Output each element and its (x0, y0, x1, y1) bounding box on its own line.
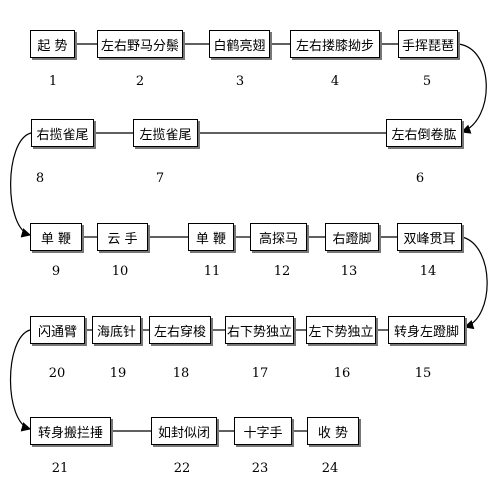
step-label-19: 海底针 (96, 324, 136, 340)
step-box-24: 收 势 (307, 417, 359, 445)
step-label-2: 左右野马分鬃 (100, 38, 179, 54)
step-box-19: 海底针 (92, 316, 141, 344)
step-box-20: 闪通臂 (30, 316, 85, 344)
step-label-15: 转身左蹬脚 (393, 324, 459, 340)
step-label-24: 收 势 (317, 425, 349, 441)
step-box-1: 起 势 (30, 30, 75, 58)
step-label-22: 如封似闭 (157, 425, 210, 441)
step-number-22: 22 (173, 461, 191, 476)
step-number-9: 9 (51, 264, 61, 279)
connector-20-21 (9, 329, 32, 432)
step-label-23: 十字手 (243, 425, 283, 441)
step-number-15: 15 (414, 366, 432, 381)
step-number-14: 14 (419, 264, 437, 279)
step-box-15: 转身左蹬脚 (388, 316, 465, 344)
step-label-21: 转身搬拦捶 (37, 425, 103, 441)
step-label-6: 左右倒卷肱 (391, 127, 457, 143)
step-number-2: 2 (135, 74, 145, 89)
step-number-10: 10 (111, 264, 129, 279)
step-box-8: 右揽雀尾 (31, 119, 94, 147)
step-label-20: 闪通臂 (37, 324, 77, 340)
step-label-12: 高探马 (258, 231, 298, 247)
step-box-23: 十字手 (234, 417, 292, 445)
step-box-18: 左右穿梭 (149, 316, 211, 344)
step-number-8: 8 (35, 171, 45, 186)
step-label-16: 左下势独立 (308, 324, 374, 340)
step-box-4: 左右搂膝拗步 (290, 30, 380, 58)
step-box-16: 左下势独立 (306, 316, 376, 344)
step-box-3: 白鹤亮翅 (209, 30, 270, 58)
connector-8-9 (10, 132, 32, 238)
step-label-5: 手挥琵琶 (401, 38, 454, 54)
step-label-1: 起 势 (37, 38, 68, 54)
step-label-3: 白鹤亮翅 (213, 38, 266, 54)
step-box-2: 左右野马分鬃 (97, 30, 183, 58)
step-number-16: 16 (333, 366, 351, 381)
step-box-12: 高探马 (250, 223, 307, 251)
step-label-8: 右揽雀尾 (36, 127, 89, 143)
step-box-22: 如封似闭 (151, 417, 217, 445)
connector-5-6 (457, 43, 487, 134)
step-number-1: 1 (48, 74, 58, 89)
step-box-7: 左揽雀尾 (133, 119, 198, 147)
connector-14-15 (461, 236, 488, 330)
step-box-17: 右下势独立 (225, 316, 294, 344)
step-number-12: 12 (273, 264, 291, 279)
step-label-17: 右下势独立 (226, 324, 292, 340)
step-box-11: 单 鞭 (188, 223, 234, 251)
step-number-5: 5 (422, 74, 432, 89)
step-box-13: 右蹬脚 (325, 223, 379, 251)
step-number-24: 24 (321, 461, 339, 476)
step-box-10: 云 手 (97, 223, 148, 251)
step-number-3: 3 (235, 74, 245, 89)
step-label-14: 双峰贯耳 (403, 231, 456, 247)
step-label-18: 左右穿梭 (153, 324, 206, 340)
step-number-6: 6 (415, 171, 425, 186)
step-label-7: 左揽雀尾 (139, 127, 192, 143)
step-number-21: 21 (51, 461, 69, 476)
step-number-19: 19 (109, 366, 127, 381)
step-number-11: 11 (203, 264, 221, 279)
step-label-9: 单 鞭 (40, 231, 72, 247)
step-box-21: 转身搬拦捶 (30, 417, 111, 445)
step-box-6: 左右倒卷肱 (386, 119, 462, 147)
step-number-17: 17 (251, 366, 269, 381)
step-number-7: 7 (155, 171, 165, 186)
step-number-13: 13 (340, 264, 358, 279)
step-label-10: 云 手 (107, 231, 138, 247)
step-number-23: 23 (251, 461, 269, 476)
step-box-9: 单 鞭 (30, 223, 82, 251)
step-label-11: 单 鞭 (195, 231, 227, 247)
step-label-4: 左右搂膝拗步 (295, 38, 374, 54)
step-box-5: 手挥琵琶 (398, 30, 458, 58)
step-number-20: 20 (48, 366, 66, 381)
step-number-18: 18 (172, 366, 190, 381)
step-number-4: 4 (330, 74, 340, 89)
step-box-14: 双峰贯耳 (397, 223, 462, 251)
step-label-13: 右蹬脚 (332, 231, 372, 247)
